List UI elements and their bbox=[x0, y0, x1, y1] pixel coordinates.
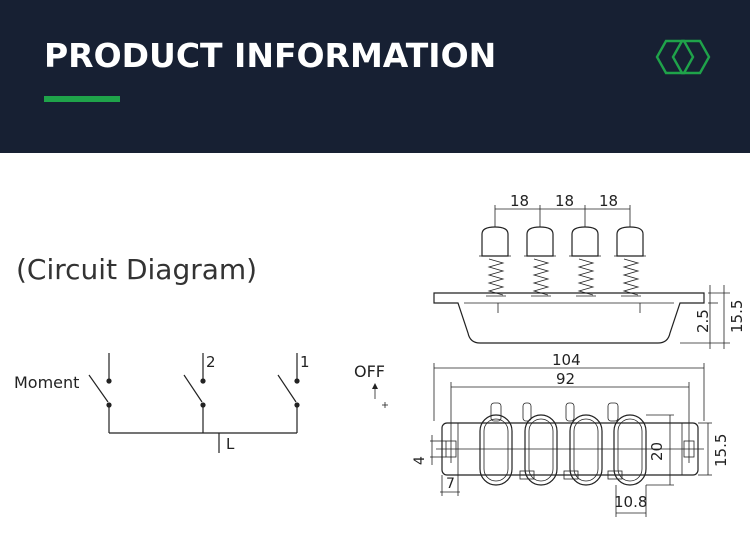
dim-92: 92 bbox=[556, 370, 575, 388]
dimension-width-top: 20 15.5 bbox=[646, 414, 730, 486]
dim-15-5-side: 15.5 bbox=[728, 300, 746, 333]
dim-7: 7 bbox=[446, 476, 455, 492]
button-cap bbox=[479, 226, 511, 297]
dim-18-b: 18 bbox=[555, 192, 574, 210]
product-content: (Circuit Diagram) Moment 2 1 L bbox=[0, 153, 750, 536]
dimension-mounting: 4 7 bbox=[412, 435, 460, 496]
dim-18-c: 18 bbox=[599, 192, 618, 210]
dim-104: 104 bbox=[552, 351, 581, 369]
switch-1 bbox=[277, 353, 300, 433]
dim-20: 20 bbox=[648, 442, 666, 461]
dim-15-5-bottom: 15.5 bbox=[712, 434, 730, 467]
push-buttons-top-view bbox=[479, 414, 647, 486]
dimension-button-pitch: 10.8 bbox=[614, 485, 647, 517]
off-label: OFF bbox=[354, 362, 385, 381]
circuit-diagram: Moment 2 1 L bbox=[14, 353, 310, 453]
dimension-pitch: 18 18 18 bbox=[494, 192, 631, 227]
header-banner: PRODUCT INFORMATION bbox=[0, 0, 750, 153]
terminal-tabs bbox=[490, 402, 619, 422]
off-indicator-icon bbox=[372, 383, 388, 408]
title-accent-bar bbox=[44, 96, 120, 102]
hexagon-logo-icon bbox=[655, 39, 711, 75]
dim-18-a: 18 bbox=[510, 192, 529, 210]
dim-10-8: 10.8 bbox=[614, 493, 647, 511]
moment-label: Moment bbox=[14, 373, 79, 392]
dim-4: 4 bbox=[412, 456, 428, 465]
button-cap bbox=[524, 226, 556, 297]
switch-2-label: 2 bbox=[206, 353, 216, 371]
technical-drawing: 18 18 18 2.5 15.5 OFF bbox=[354, 192, 746, 517]
dim-2-5: 2.5 bbox=[694, 309, 712, 333]
switch-2 bbox=[183, 353, 206, 433]
circuit-diagram-title: (Circuit Diagram) bbox=[16, 253, 258, 286]
line-L-label: L bbox=[226, 435, 235, 453]
dimension-length: 104 92 bbox=[433, 351, 705, 435]
button-cap bbox=[614, 226, 646, 297]
push-buttons-side-view bbox=[479, 226, 646, 297]
housing-side-view bbox=[433, 292, 705, 344]
button-cap bbox=[569, 226, 601, 297]
switch-moment bbox=[88, 353, 112, 433]
page-title: PRODUCT INFORMATION bbox=[44, 36, 497, 75]
switch-1-label: 1 bbox=[300, 353, 310, 371]
dimension-height-side: 2.5 15.5 bbox=[680, 285, 746, 349]
